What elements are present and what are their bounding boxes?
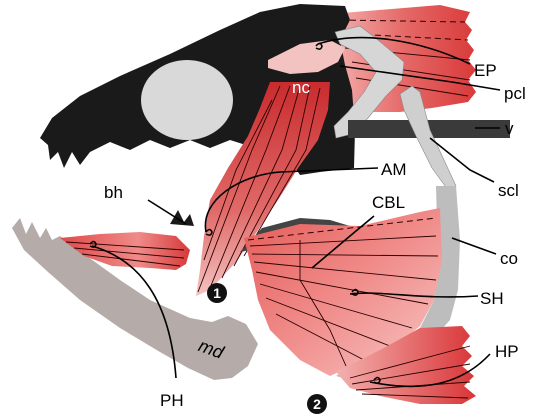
label-EP: EP [474,61,497,80]
label-v: v [505,119,514,138]
marker-2-label: 2 [313,396,321,412]
label-bh: bh [104,183,123,202]
branchial-teeth [170,210,194,226]
label-scl: scl [498,181,519,200]
label-CBL: CBL [372,193,405,212]
marker-1: 1 [207,283,227,303]
marker-1-label: 1 [213,285,221,301]
label-SH: SH [480,289,504,308]
label-pcl: pcl [504,84,526,103]
label-HP: HP [495,342,519,361]
label-co: co [500,249,518,268]
eye-orbit [141,60,233,140]
label-PH: PH [160,391,184,410]
marker-2: 2 [307,394,327,414]
label-AM: AM [381,160,407,179]
label-nc: nc [292,78,310,97]
